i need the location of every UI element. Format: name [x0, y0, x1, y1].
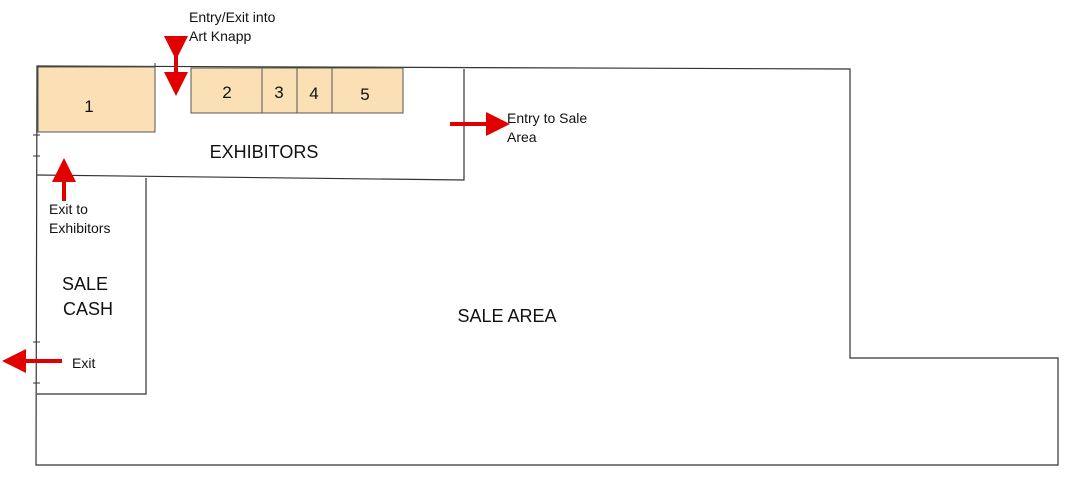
exit-note: Exit — [72, 355, 95, 371]
booth-5: 5 — [331, 67, 404, 114]
booth-1-label: 1 — [84, 97, 93, 116]
booth-3: 3 — [261, 67, 298, 114]
booth-3-shape — [261, 67, 298, 114]
booth-2-label: 2 — [222, 83, 231, 102]
booth-4: 4 — [296, 67, 333, 114]
building-outline — [35, 65, 1059, 466]
booth-5-label: 5 — [360, 85, 369, 104]
exit-to-exhibitors-note-line1: Exit to — [49, 201, 88, 217]
sale-cash-label-line2: CASH — [63, 299, 113, 319]
entry-sale-area-note-line1: Entry to Sale — [507, 110, 587, 126]
entry-sale-area-note-line2: Area — [507, 129, 537, 145]
exit-to-exhibitors-note-line2: Exhibitors — [49, 220, 110, 236]
exhibitors-room-wall — [36, 69, 465, 181]
booth-4-label: 4 — [309, 84, 318, 103]
booth-2-shape — [190, 67, 263, 114]
booth-3-label: 3 — [274, 83, 283, 102]
entry-exit-art-knapp-note-line1: Entry/Exit into — [189, 9, 276, 25]
exhibitors-label: EXHIBITORS — [210, 142, 319, 162]
sale-cash-label-line1: SALE — [62, 274, 108, 294]
sale-area-label: SALE AREA — [457, 306, 556, 326]
entry-exit-art-knapp-note-line2: Art Knapp — [189, 28, 251, 44]
booth-5-shape — [331, 67, 404, 114]
booth-2: 2 — [190, 67, 263, 114]
booth-1-shape — [37, 66, 156, 133]
sale-cash-room-wall — [37, 178, 147, 395]
booth-1: 1 — [37, 66, 156, 133]
